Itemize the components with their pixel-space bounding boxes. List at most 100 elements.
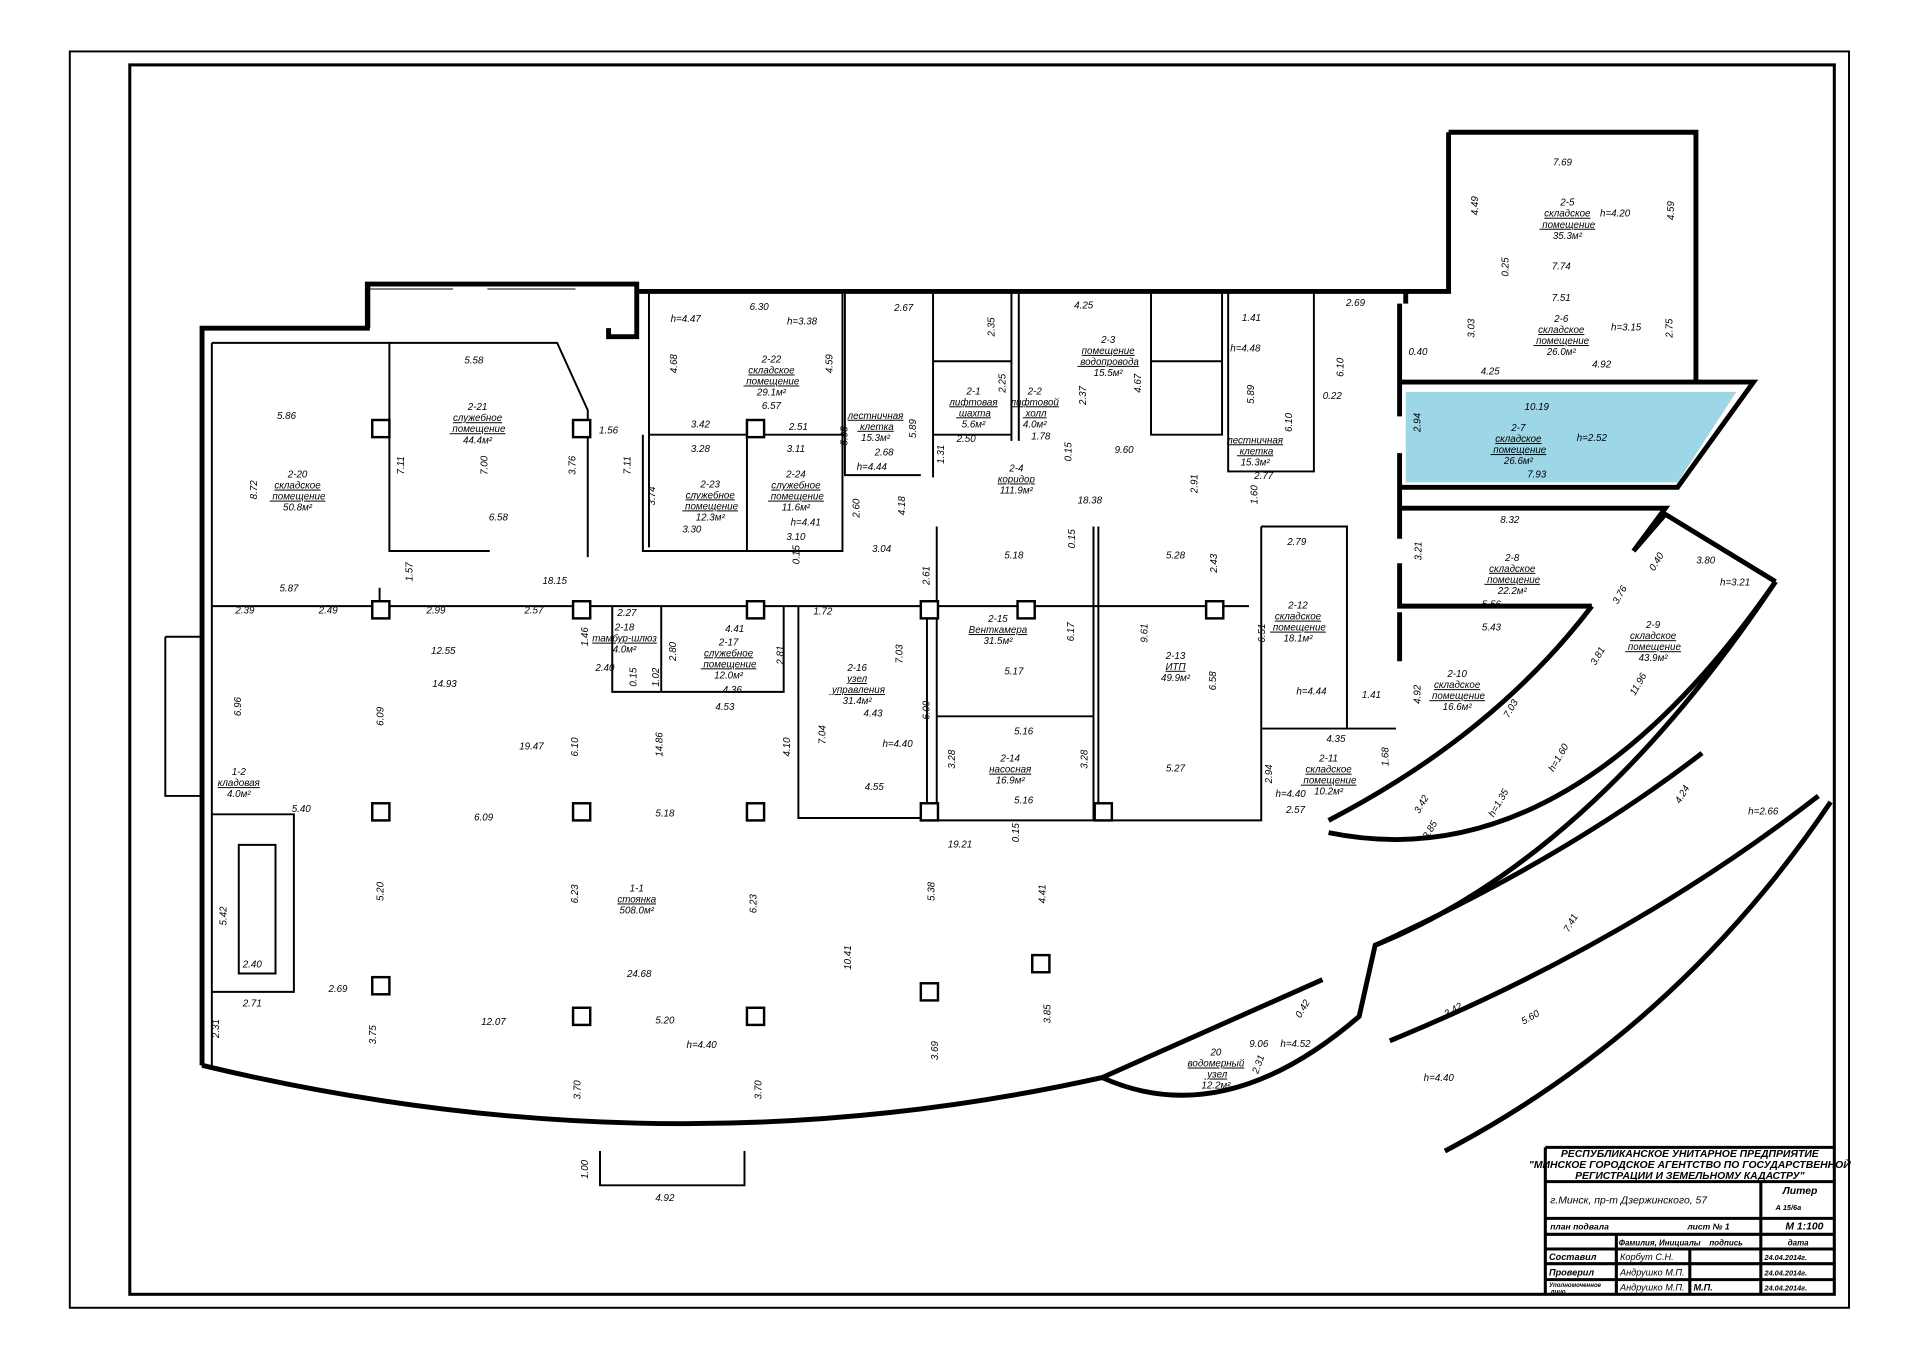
room-number: 2-18: [614, 623, 635, 634]
column: [745, 600, 766, 620]
room-area: 43.9м²: [1639, 653, 1669, 664]
dimension-label: 6.09: [474, 812, 494, 823]
dimension-label: 4.53: [715, 702, 735, 713]
room-number: 1-2: [232, 767, 247, 778]
dimension-label: 4.41: [1038, 884, 1049, 903]
dimension-label: 4.49: [1470, 196, 1481, 216]
room-name: служебное помещение: [768, 481, 824, 503]
col-date: дата: [1788, 1238, 1809, 1247]
room-name: служебное помещение: [450, 413, 506, 435]
dimension-label: 3.42: [1442, 1001, 1464, 1020]
room-area: 29.1м²: [756, 388, 787, 399]
dimension-label: 3.42: [1412, 793, 1431, 815]
column: [919, 600, 940, 620]
column: [371, 975, 391, 996]
dimension-label: 4.10: [782, 737, 793, 757]
dimension-label: 8.72: [249, 480, 260, 500]
dimension-label: 2.91: [1190, 474, 1201, 494]
column: [371, 600, 391, 620]
dimension-label: 1.60: [1250, 485, 1261, 505]
dimension-label: h=2.52: [1577, 433, 1608, 444]
dimension-label: 10.19: [1525, 402, 1550, 413]
dimension-label: 3.81: [1589, 645, 1608, 667]
room-area: 16.6м²: [1443, 702, 1473, 713]
room-area: 12.3м²: [696, 512, 726, 523]
room-name: складское помещение: [1270, 612, 1326, 634]
dimension-label: 3.42: [691, 419, 711, 430]
room-number: 2-1: [965, 386, 980, 397]
dimension-label: 1.41: [1242, 313, 1261, 324]
dimension-label: 5.89: [908, 419, 919, 439]
inner-frame: [128, 63, 1836, 1296]
dimension-label: h=4.48: [1230, 343, 1261, 354]
room-area: 508.0м²: [620, 905, 655, 916]
dimension-label: 6.10: [570, 737, 581, 757]
column: [745, 418, 766, 439]
dimension-label: 0.15: [1011, 823, 1022, 843]
dimension-label: 3.70: [572, 1080, 583, 1100]
dimension-label: 0.15: [1063, 442, 1074, 462]
dimension-label: 5.56: [1482, 599, 1502, 610]
dimension-label: 1.78: [1031, 432, 1051, 443]
room-name: складское помещение: [744, 365, 800, 387]
dimension-label: 3.75: [368, 1025, 379, 1045]
dimension-label: 6.57: [762, 401, 782, 412]
dimension-label: 1.56: [599, 425, 619, 436]
dimension-label: 1.72: [813, 607, 833, 618]
room-name: насосная: [989, 765, 1032, 776]
dimension-label: 2.69: [1345, 298, 1366, 309]
dimension-label: h=1.35: [1487, 787, 1512, 819]
dimension-label: 6.58: [1208, 671, 1219, 691]
dimension-label: 12.55: [431, 646, 456, 657]
dimension-label: 0.15: [1067, 529, 1078, 549]
dimension-label: 1.02: [651, 667, 662, 687]
room-name: складское помещение: [270, 481, 326, 503]
dimension-label: 5.16: [1014, 727, 1034, 738]
dimension-label: 4.55: [865, 782, 885, 793]
room-number: 2-8: [1504, 553, 1520, 564]
dimension-label: 1.46: [580, 627, 591, 647]
room-area: 44.4м²: [463, 435, 493, 446]
dimension-label: 14.86: [654, 732, 665, 757]
dimension-label: 2.37: [1078, 385, 1089, 406]
dimension-label: 4.18: [897, 496, 908, 516]
dimension-label: 6.23: [570, 884, 581, 904]
highlighted-room-2-7[interactable]: [1405, 391, 1737, 483]
room-area: 4.0м²: [1023, 419, 1047, 430]
dimension-label: 4.24: [1673, 783, 1692, 805]
room-name: тамбур-шлюз: [592, 634, 657, 645]
column: [1093, 802, 1114, 822]
room-number: 2-17: [718, 637, 739, 648]
dimension-label: 3.85: [1043, 1004, 1054, 1024]
dimension-label: 6.09: [375, 706, 386, 726]
